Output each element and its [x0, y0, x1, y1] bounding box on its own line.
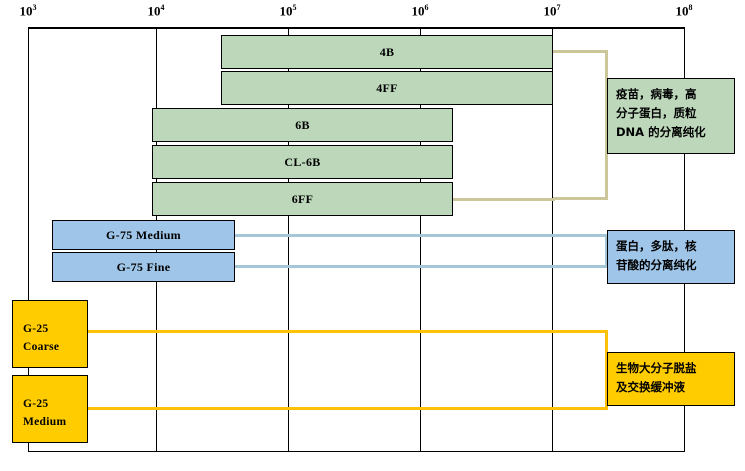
bar-label-g25-coarse-line1: G-25 [23, 323, 49, 335]
note-yellow-line1: 生物大分子脱盐 [616, 361, 697, 375]
bar-4b[interactable]: 4B [221, 35, 553, 69]
connector-stem-green [453, 198, 555, 201]
note-green-line3: DNA 的分离纯化 [616, 124, 706, 139]
axis-tick-label-1e3: 103 [19, 3, 37, 19]
note-yellow-line2: 及交换缓冲液 [616, 379, 685, 394]
bar-4ff[interactable]: 4FF [221, 71, 553, 105]
connector-bracket-yellow [88, 330, 608, 410]
bar-label-g25-medium-line1: G-25 [23, 398, 49, 410]
note-blue-line1: 蛋白，多肽，核 [616, 239, 697, 253]
axis-tick-label-1e7: 107 [543, 3, 561, 19]
bar-label-g25-coarse: G-25 Coarse [23, 321, 59, 357]
gridline-1e3 [28, 27, 29, 451]
axis-tick-label-1e8: 108 [675, 3, 693, 19]
bar-6ff[interactable]: 6FF [152, 182, 453, 216]
bar-g25-medium[interactable]: G-25 Medium [12, 375, 88, 443]
gridline-1e5 [288, 27, 289, 451]
bar-g25-coarse[interactable]: G-25 Coarse [12, 300, 88, 368]
note-green-line2: 分子蛋白，质粒 [616, 105, 697, 120]
note-box-desalting: 生物大分子脱盐 及交换缓冲液 [607, 352, 735, 406]
bar-label-4b: 4B [379, 44, 395, 59]
note-box-proteins: 蛋白，多肽，核 苷酸的分离纯化 [607, 230, 735, 284]
axis-tick-label-1e5: 105 [279, 3, 297, 19]
axis-tick-label-1e4: 104 [147, 3, 165, 19]
gridline-1e6 [420, 27, 421, 451]
bar-label-cl-6b: CL-6B [284, 154, 321, 169]
connector-bracket-green [553, 50, 608, 200]
bar-label-g75-medium: G-75 Medium [106, 227, 181, 242]
note-box-macromolecules: 疫苗，病毒，高 分子蛋白，质粒 DNA 的分离纯化 [607, 78, 735, 154]
note-blue-line2: 苷酸的分离纯化 [616, 257, 697, 272]
bar-g75-fine[interactable]: G-75 Fine [52, 252, 235, 282]
gridline-1e7 [552, 27, 553, 451]
bar-cl-6b[interactable]: CL-6B [152, 145, 453, 179]
bar-g75-medium[interactable]: G-75 Medium [52, 220, 235, 250]
note-green-line1: 疫苗，病毒，高 [616, 87, 697, 101]
bar-label-4ff: 4FF [376, 80, 398, 95]
bar-label-g25-medium-line2: Medium [23, 415, 67, 428]
bar-label-g25-medium: G-25 Medium [23, 396, 66, 432]
axis-tick-label-1e6: 106 [411, 3, 429, 19]
connector-bracket-blue [235, 234, 608, 268]
x-axis-line [28, 27, 685, 29]
bar-label-g75-fine: G-75 Fine [116, 259, 171, 274]
bar-label-6ff: 6FF [291, 191, 314, 206]
baseline [28, 451, 685, 452]
bar-label-g25-coarse-line2: Coarse [23, 340, 60, 353]
bar-6b[interactable]: 6B [152, 108, 453, 142]
bar-label-6b: 6B [295, 117, 310, 132]
